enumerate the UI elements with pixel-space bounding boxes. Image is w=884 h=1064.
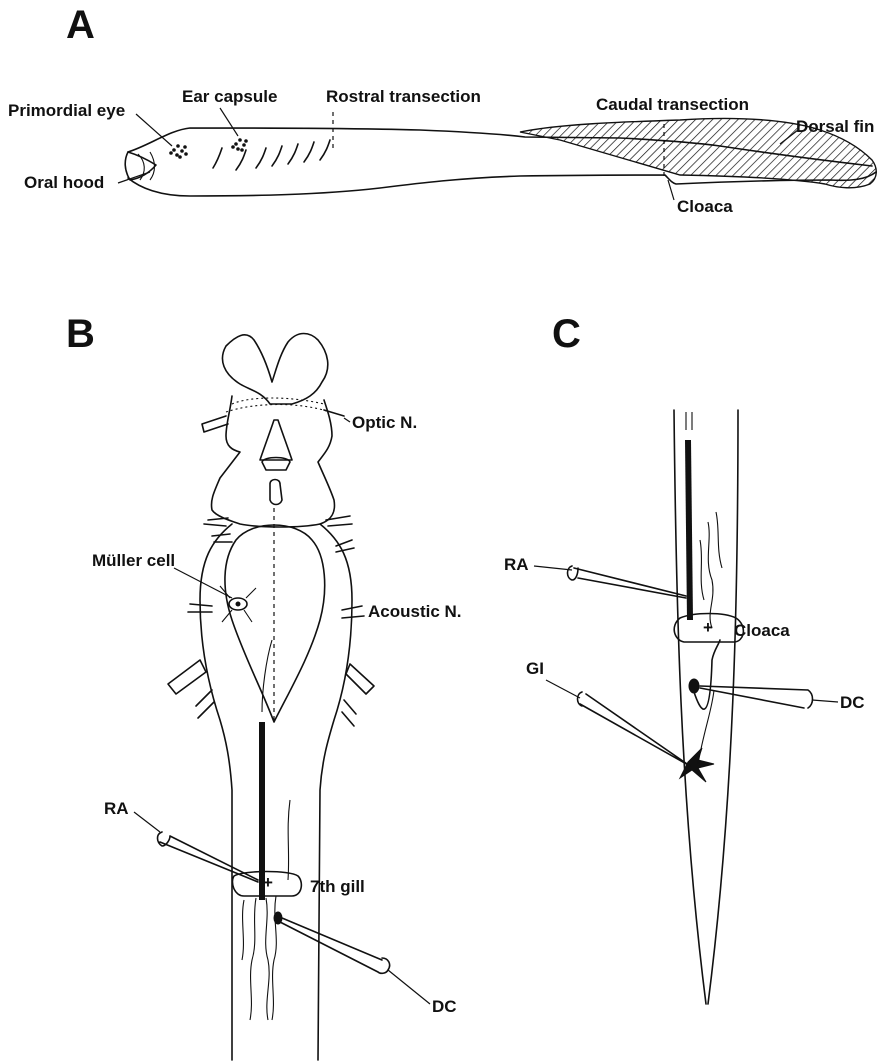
label-7th-gill: 7th gill bbox=[310, 877, 365, 896]
primordial-eye-dots bbox=[170, 145, 188, 159]
label-optic-n: Optic N. bbox=[352, 413, 417, 432]
svg-text:+: + bbox=[703, 618, 713, 637]
panel-b-label: B bbox=[66, 312, 95, 356]
label-rostral-transection: Rostral transection bbox=[326, 87, 481, 106]
ear-capsule-dots bbox=[232, 139, 248, 152]
label-muller-cell: Müller cell bbox=[92, 551, 175, 570]
label-dc-b: DC bbox=[432, 997, 457, 1016]
gill-slits bbox=[213, 140, 330, 170]
label-dorsal-fin: Dorsal fin bbox=[796, 117, 874, 136]
panel-c-label: C bbox=[552, 312, 581, 356]
label-acoustic-n: Acoustic N. bbox=[368, 602, 462, 621]
dc-electrode-b bbox=[280, 918, 390, 973]
label-cloaca-c: Cloaca bbox=[734, 621, 790, 640]
gi-electrode-c bbox=[578, 692, 691, 766]
dc-cell-c bbox=[689, 679, 699, 693]
ra-electrode-c bbox=[568, 566, 687, 598]
dc-electrode-c bbox=[700, 686, 813, 708]
gi-neuron bbox=[680, 690, 714, 782]
label-primordial-eye: Primordial eye bbox=[8, 101, 125, 120]
ra-electrode-b bbox=[158, 832, 259, 882]
panel-a-label: A bbox=[66, 3, 95, 47]
label-gi: GI bbox=[526, 659, 544, 678]
spinal-cord-caudal-view: + bbox=[674, 410, 743, 1004]
label-dc-c: DC bbox=[840, 693, 865, 712]
label-caudal-transection: Caudal transection bbox=[596, 95, 749, 114]
label-oral-hood: Oral hood bbox=[24, 173, 104, 192]
label-ra-b: RA bbox=[104, 799, 129, 818]
larva-side-view bbox=[125, 112, 876, 196]
svg-text:+: + bbox=[263, 873, 273, 892]
brain-dorsal-view: + bbox=[168, 334, 374, 1061]
label-ear-capsule: Ear capsule bbox=[182, 87, 277, 106]
label-ra-c: RA bbox=[504, 555, 529, 574]
label-cloaca-a: Cloaca bbox=[677, 197, 733, 216]
